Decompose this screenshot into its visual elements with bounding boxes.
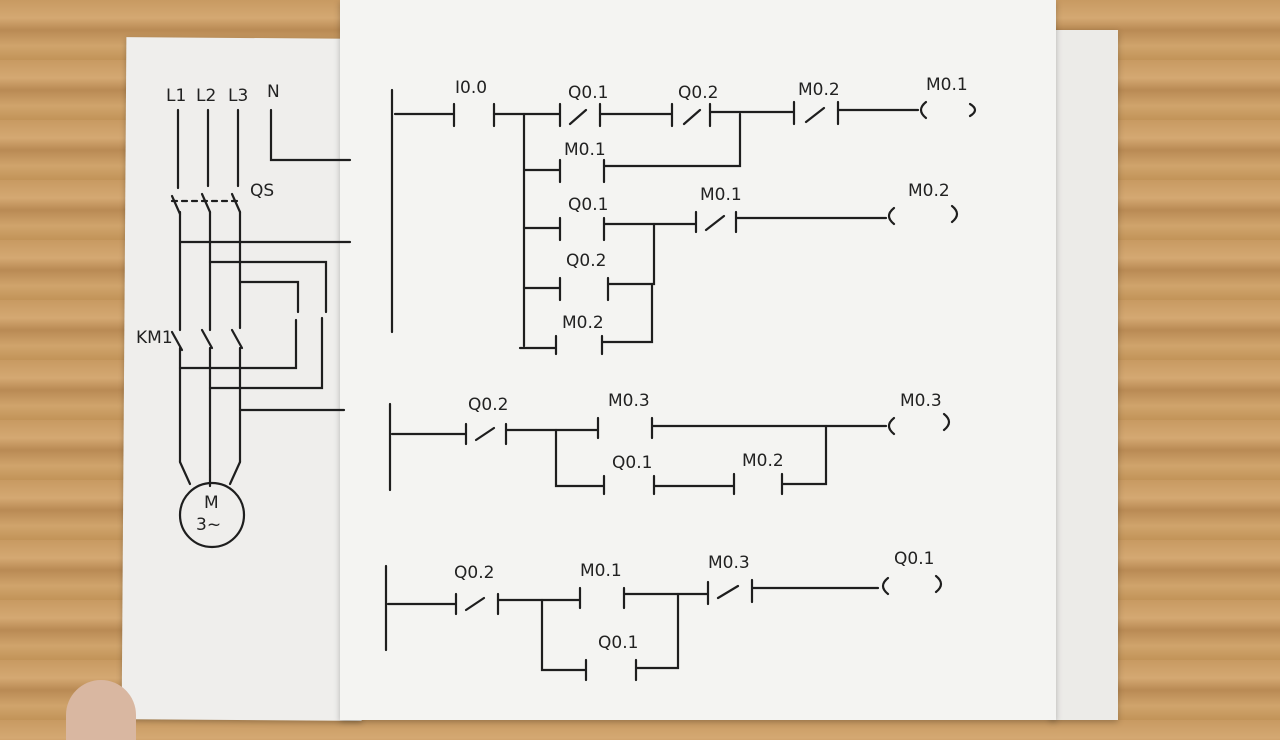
coil-q01 bbox=[881, 574, 943, 596]
supply-wires bbox=[176, 108, 240, 190]
coil-label-m02: M0.2 bbox=[908, 181, 950, 201]
contact-label-q02-r2: Q0.2 bbox=[468, 395, 508, 415]
branch-contact-q02 bbox=[522, 222, 656, 302]
circuit-drawing: L1 L2 L3 N QS KM1 M 3~ I0.0 Q0.1 Q0 bbox=[136, 75, 977, 682]
km1-contacts bbox=[170, 328, 244, 352]
contact-q02-nc-r3 bbox=[386, 592, 500, 616]
branch-contact-m01 bbox=[522, 112, 742, 348]
line-label-l3: L3 bbox=[228, 86, 248, 106]
motor-type-label: 3~ bbox=[196, 515, 221, 535]
ladder-rung-3: Q0.2 M0.1 M0.3 Q0.1 Q0.1 bbox=[384, 549, 943, 682]
contact-q02-nc-r2 bbox=[390, 422, 508, 446]
ladder-rung-1: I0.0 Q0.1 Q0.2 M0.2 M0.1 M0.1 Q0.1 M0.1 … bbox=[390, 75, 977, 356]
ladder-rung-2: Q0.2 M0.3 M0.3 Q0.1 M0.2 bbox=[388, 391, 951, 496]
contact-m03-nc-r3 bbox=[706, 578, 880, 606]
contact-label-m03: M0.3 bbox=[608, 391, 650, 411]
contact-q01-nc bbox=[492, 102, 602, 128]
contact-label-m03-r3: M0.3 bbox=[708, 553, 750, 573]
branch-label-q02: Q0.2 bbox=[566, 251, 606, 271]
contact-label-m02: M0.2 bbox=[798, 80, 840, 100]
motor-wires bbox=[178, 346, 242, 472]
motor-symbol bbox=[178, 481, 246, 549]
branch-label-m02: M0.2 bbox=[562, 313, 604, 333]
contact-q02-nc bbox=[598, 102, 712, 128]
line-label-l2: L2 bbox=[196, 86, 216, 106]
contact-label-q01: Q0.1 bbox=[568, 83, 608, 103]
contact-label-m01-r3: M0.1 bbox=[580, 561, 622, 581]
branch-contact-q01 bbox=[522, 210, 888, 242]
qs-switch-blades bbox=[170, 192, 242, 216]
coil-m03 bbox=[887, 412, 951, 436]
branch-contact-m02 bbox=[518, 282, 654, 356]
branch-q01-m02-r2 bbox=[554, 424, 828, 496]
contact-m03 bbox=[504, 416, 888, 440]
contact-label-i00: I0.0 bbox=[455, 78, 487, 98]
power-circuit: L1 L2 L3 N QS KM1 M 3~ bbox=[136, 82, 352, 549]
line-label-n: N bbox=[267, 82, 280, 102]
tap-wires-upper bbox=[178, 240, 352, 314]
coil-m02 bbox=[887, 204, 959, 226]
neutral-wire bbox=[269, 108, 352, 162]
branch-label-q01-r2: Q0.1 bbox=[612, 453, 652, 473]
tap-wires-lower bbox=[178, 316, 346, 412]
paper-sheet-back bbox=[1050, 30, 1118, 720]
coil-m01 bbox=[919, 100, 977, 120]
main-wires bbox=[178, 210, 242, 332]
contact-i00 bbox=[393, 102, 496, 128]
coil-label-m03: M0.3 bbox=[900, 391, 942, 411]
coil-label-m01: M0.1 bbox=[926, 75, 968, 95]
branch-label-m02-r2: M0.2 bbox=[742, 451, 784, 471]
line-label-l1: L1 bbox=[166, 86, 186, 106]
contact-label-q02: Q0.2 bbox=[678, 83, 718, 103]
motor-label: M bbox=[204, 493, 219, 513]
branch-label-m01: M0.1 bbox=[564, 140, 606, 160]
contactor-label-km1: KM1 bbox=[136, 328, 173, 348]
contact-label-q02-r3: Q0.2 bbox=[454, 563, 494, 583]
branch-label-q01: Q0.1 bbox=[568, 195, 608, 215]
coil-label-q01: Q0.1 bbox=[894, 549, 934, 569]
contact-label-m01-nc: M0.1 bbox=[700, 185, 742, 205]
contact-m02-nc bbox=[708, 100, 840, 126]
branch-q01-r3 bbox=[540, 592, 680, 682]
paper-sheet-ladder bbox=[340, 0, 1056, 720]
branch-label-q01-r3: Q0.1 bbox=[598, 633, 638, 653]
contact-m01-r3 bbox=[496, 586, 710, 610]
switch-label-qs: QS bbox=[250, 181, 274, 201]
